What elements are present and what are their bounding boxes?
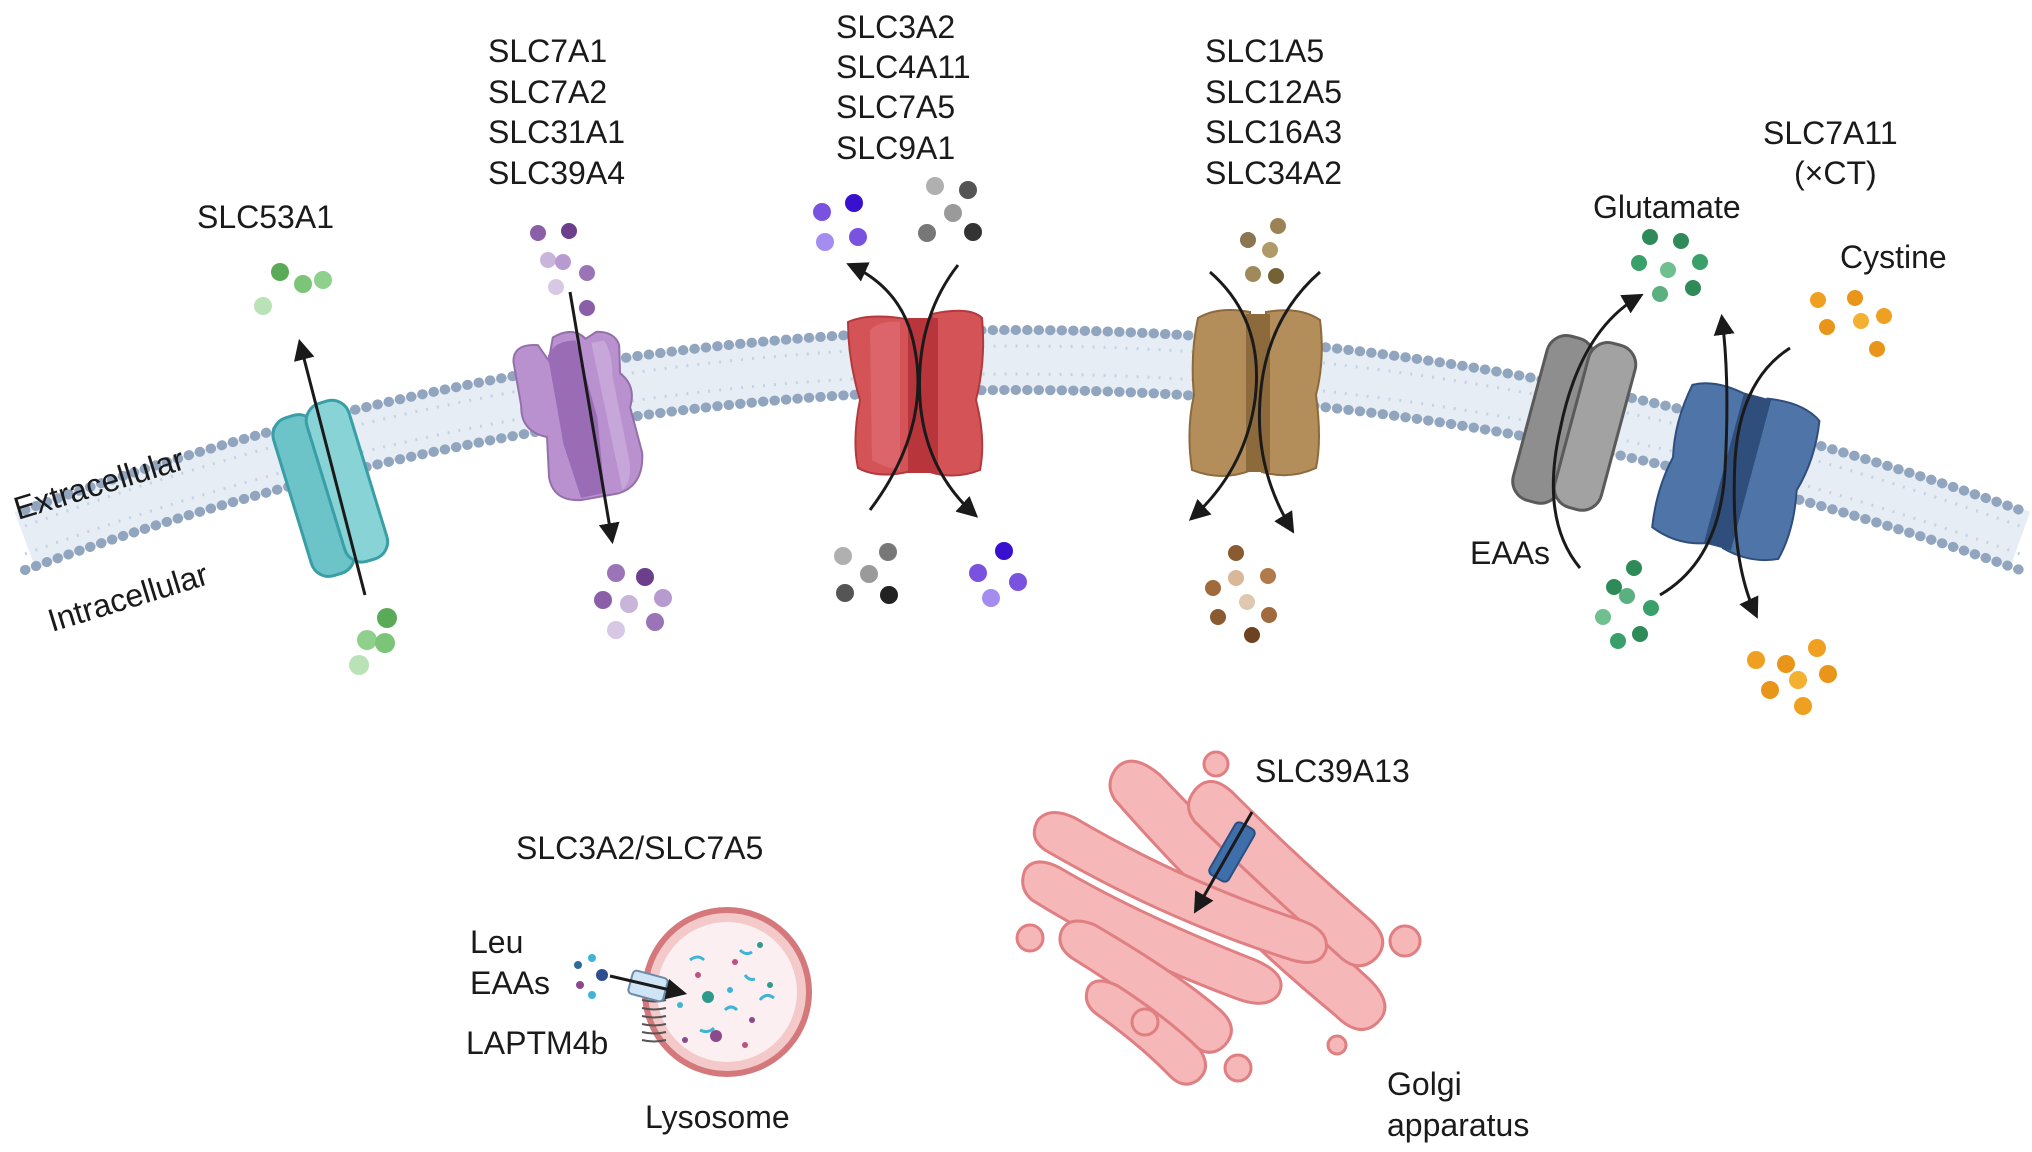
- red-transporter: [846, 309, 985, 477]
- slc53a1-label: SLC53A1: [197, 199, 334, 235]
- lysosome-import-arrow: [609, 974, 688, 1000]
- golgi-import-arrow: [1193, 811, 1254, 914]
- purple-particles-in: [594, 564, 672, 639]
- red-particles-out-blue: [813, 194, 867, 251]
- lysosome-contents: [677, 942, 775, 1048]
- leu-label: Leu: [470, 924, 523, 960]
- slc7a2-label: SLC7A2: [488, 74, 607, 110]
- red-particles-in-blue: [969, 542, 1027, 607]
- lysosome-label: Lysosome: [645, 1099, 790, 1135]
- golgi-apparatus: [1015, 750, 1422, 1086]
- purple-arrow: [568, 291, 620, 545]
- glutamate-particles-out: [1631, 229, 1708, 302]
- slc7a11-label: SLC7A11: [1763, 115, 1898, 151]
- slc34a2-label: SLC34A2: [1205, 155, 1342, 191]
- brown-group-labels: SLC1A5 SLC12A5 SLC16A3 SLC34A2: [1205, 33, 1342, 191]
- glutamate-arrow: [1551, 293, 1644, 569]
- red-arrow-in: [918, 264, 979, 518]
- red-group-labels: SLC3A2 SLC4A11 SLC7A5 SLC9A1: [836, 9, 971, 166]
- slc12a5-label: SLC12A5: [1205, 74, 1342, 110]
- red-particles-in-gray: [834, 543, 898, 604]
- slc39a13-label: SLC39A13: [1255, 753, 1410, 789]
- purple-transporter: [512, 330, 644, 502]
- glutamate-label: Glutamate: [1593, 189, 1741, 225]
- intracellular-label: Intracellular: [44, 556, 213, 639]
- lysosome: [642, 907, 812, 1077]
- eaa-antiporter-gray: [1511, 334, 1638, 512]
- purple-group-labels: SLC7A1 SLC7A2 SLC31A1 SLC39A4: [488, 33, 625, 191]
- brown-particles-in: [1205, 545, 1277, 643]
- slc16a3-label: SLC16A3: [1205, 114, 1342, 150]
- red-particles-out-gray: [918, 177, 982, 242]
- slc7a5-label: SLC7A5: [836, 89, 955, 125]
- slc53a1-particles-in: [349, 608, 397, 675]
- xct-transporter: [1651, 382, 1821, 562]
- cystine-arrow: [1732, 346, 1791, 619]
- cystine-particles-out: [1810, 290, 1892, 357]
- slc3a2-label: SLC3A2: [836, 9, 955, 45]
- slc1a5-label: SLC1A5: [1205, 33, 1324, 69]
- golgi-label-line2: apparatus: [1387, 1107, 1529, 1143]
- purple-particles-out: [530, 223, 595, 316]
- slc53a1-arrow: [294, 338, 367, 596]
- brown-arrow-right: [1257, 270, 1321, 534]
- brown-particles-out: [1240, 218, 1286, 284]
- brown-transporter: [1188, 309, 1323, 477]
- cystine-label: Cystine: [1840, 239, 1947, 275]
- slc31a1-label: SLC31A1: [488, 114, 625, 150]
- slc9a1-label: SLC9A1: [836, 130, 955, 166]
- lysosome-eaas-label: EAAs: [470, 965, 550, 1001]
- brown-arrow-left: [1188, 270, 1259, 521]
- slc39a4-label: SLC39A4: [488, 155, 625, 191]
- leu-eaas-particles: [574, 954, 608, 999]
- golgi-label-line1: Golgi: [1387, 1066, 1462, 1102]
- lysosome-transporter-label: SLC3A2/SLC7A5: [516, 830, 763, 866]
- cystine-particles-in: [1747, 639, 1837, 715]
- slc53a1-particles-out: [254, 263, 332, 315]
- glutamate-export-arrow: [1659, 313, 1735, 597]
- laptm4b-coil: [641, 999, 667, 1043]
- slc7a1-label: SLC7A1: [488, 33, 607, 69]
- eaas-label: EAAs: [1470, 535, 1550, 571]
- slc4a11-label: SLC4A11: [836, 49, 971, 85]
- laptm4b-label: LAPTM4b: [466, 1025, 608, 1061]
- glutamate-particles-in: [1595, 560, 1659, 649]
- red-arrow-out: [846, 262, 920, 511]
- xct-label: (×CT): [1794, 155, 1877, 191]
